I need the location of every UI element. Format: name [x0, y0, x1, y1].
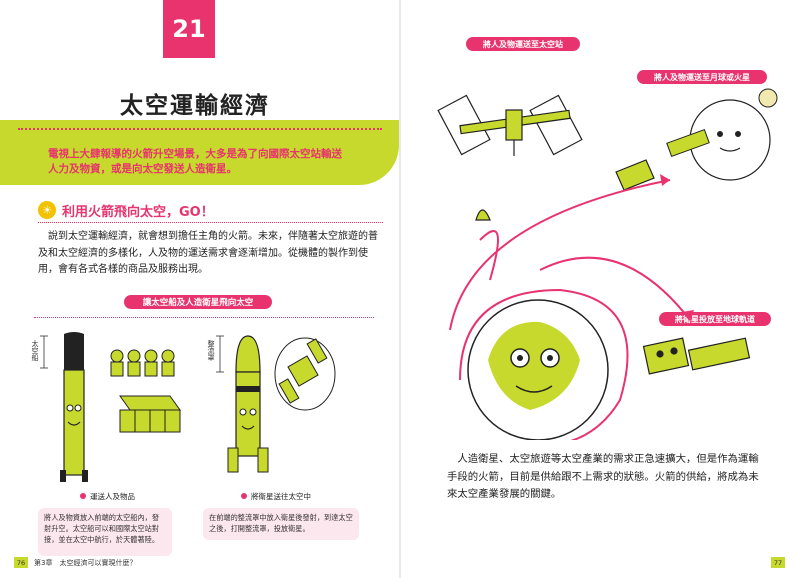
spaceship-illustration: [615, 159, 655, 191]
chapter-footer: 第3章 太空經濟可以實現什麼？: [34, 559, 137, 567]
earth-illustration: [459, 288, 629, 440]
section-divider: [38, 222, 383, 223]
figure-caption: 讓太空船及人造衛星飛向太空: [124, 295, 272, 309]
space-transport-illustration: [437, 88, 778, 440]
page-title: 太空運輸經濟: [120, 93, 270, 119]
chapter-number-tab: 21: [163, 0, 215, 58]
item2-description: 在前端的整流罩中放入衛星後發射，到達太空之後，打開整流罩，投放衛星。: [203, 508, 359, 540]
right-page-number: 77: [771, 557, 785, 568]
lightbulb-icon: ☀: [38, 201, 56, 219]
left-page-number: 76: [14, 557, 28, 568]
item1-description: 將人及物資放入前端的太空船內，發射升空。太空船可以和國際太空站對接，並在太空中航…: [38, 508, 172, 556]
satellite-illustration: [642, 337, 751, 375]
capsule-illustration: [475, 209, 491, 221]
item2-label: 將衛星送往太空中: [251, 492, 311, 501]
item1-label: 運送人及物品: [90, 492, 135, 501]
section-title: 利用火箭飛向太空，GO！: [62, 205, 214, 220]
fairing-label: 整流罩: [207, 340, 215, 361]
lead-text: 電視上大肆報導的火箭升空場景，大多是為了向國際太空站輸送人力及物資，或是向太空發…: [48, 148, 342, 175]
rocket-spacecraft-illustration: [40, 332, 181, 482]
section-body: 說到太空運輸經濟，就會想到擔任主角的火箭。未來，伴隨著太空旅遊的普及和太空經濟的…: [38, 231, 378, 275]
spread-gutter: [399, 0, 401, 578]
title-divider: [18, 128, 382, 130]
rocket-satellite-illustration: [216, 335, 336, 473]
item2-bullet: [241, 493, 247, 499]
figure-divider: [34, 317, 374, 318]
item1-bullet: [80, 493, 86, 499]
tag-moon-mars: 將人及物運送至月球或火星: [637, 70, 767, 84]
space-station-illustration: [437, 94, 583, 156]
tag-space-station: 將人及物運送至太空站: [466, 37, 580, 51]
spacecraft-label: 太空船: [31, 340, 39, 361]
moon-illustration: [689, 88, 778, 181]
right-body-text: 人造衛星、太空旅遊等太空產業的需求正急速擴大，但是作為運輸手段的火箭，目前是供給…: [447, 453, 759, 500]
